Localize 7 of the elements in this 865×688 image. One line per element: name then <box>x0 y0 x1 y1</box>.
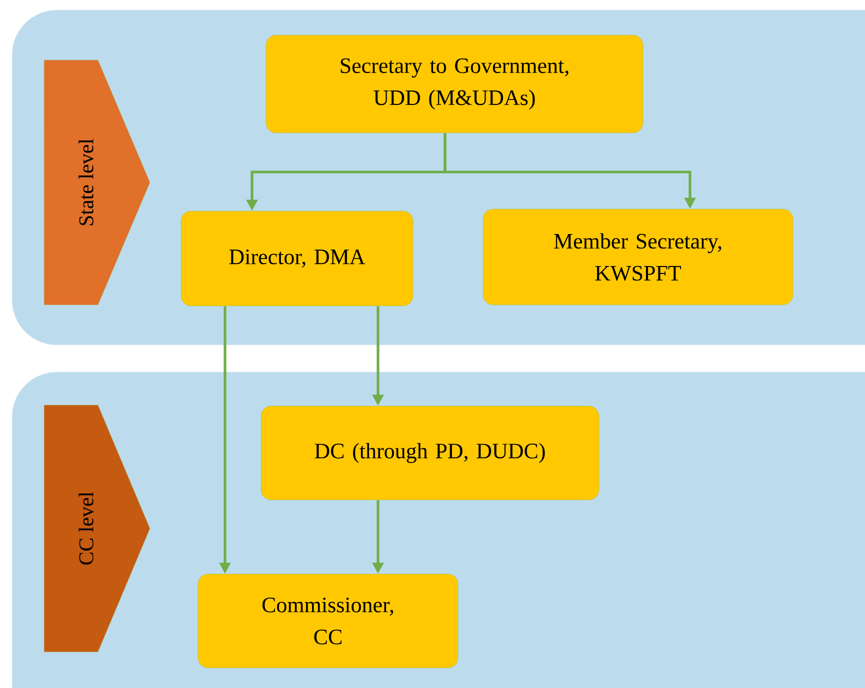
role-box: DC (through PD, DUDC) <box>260 406 600 500</box>
role-box: Director, DMA <box>180 210 414 306</box>
role-box: Member Secretary, KWSPFT <box>482 208 794 306</box>
role-box: Secretary to Government, UDD (M&UDAs) <box>266 34 644 134</box>
role-box: Commissioner, CC <box>198 574 458 668</box>
level-chevron: CC level <box>44 404 150 652</box>
level-chevron: State level <box>44 60 150 306</box>
